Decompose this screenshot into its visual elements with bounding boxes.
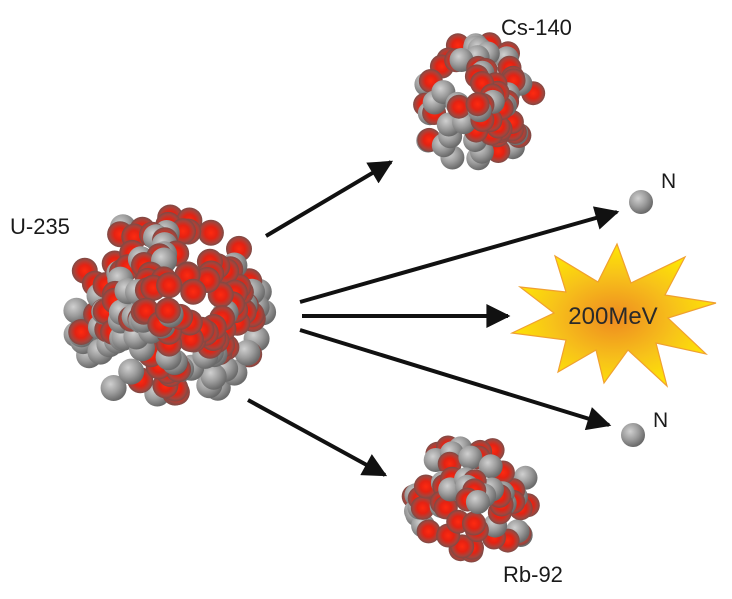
cesium-label: Cs-140 (501, 15, 572, 40)
neutron (458, 445, 483, 470)
neutron (478, 454, 503, 479)
proton (462, 511, 486, 536)
uranium-235-nucleus (63, 204, 277, 407)
neutron (465, 490, 490, 514)
energy-burst (509, 242, 717, 388)
neutron (100, 375, 127, 401)
free-neutron-bottom (621, 423, 645, 447)
neutron (234, 339, 261, 366)
proton (410, 495, 435, 520)
neutron-top-label: N (661, 170, 676, 193)
uranium-label: U-235 (10, 214, 70, 239)
arrow-to-neutron-bottom (299, 328, 612, 431)
energy-label: 200MeV (568, 303, 657, 330)
rubidium-92-nucleus (401, 435, 540, 563)
proton (416, 519, 441, 544)
neutron (118, 358, 145, 385)
cesium-140-nucleus (413, 32, 546, 171)
neutron-bottom-label: N (653, 409, 668, 432)
free-neutron-top (629, 190, 653, 214)
proton (180, 278, 207, 305)
rubidium-label: Rb-92 (503, 562, 563, 587)
arrow-to-neutron-top (299, 206, 620, 304)
neutron (200, 363, 227, 390)
proton (154, 297, 181, 324)
proton (197, 219, 224, 246)
arrow-to-rb92 (247, 398, 388, 477)
proton (156, 272, 183, 299)
reaction-arrows (247, 160, 620, 477)
neutron (63, 297, 90, 324)
proton (446, 94, 471, 119)
proton (68, 319, 95, 345)
proton (465, 92, 490, 117)
arrow-to-cs140 (264, 160, 394, 238)
